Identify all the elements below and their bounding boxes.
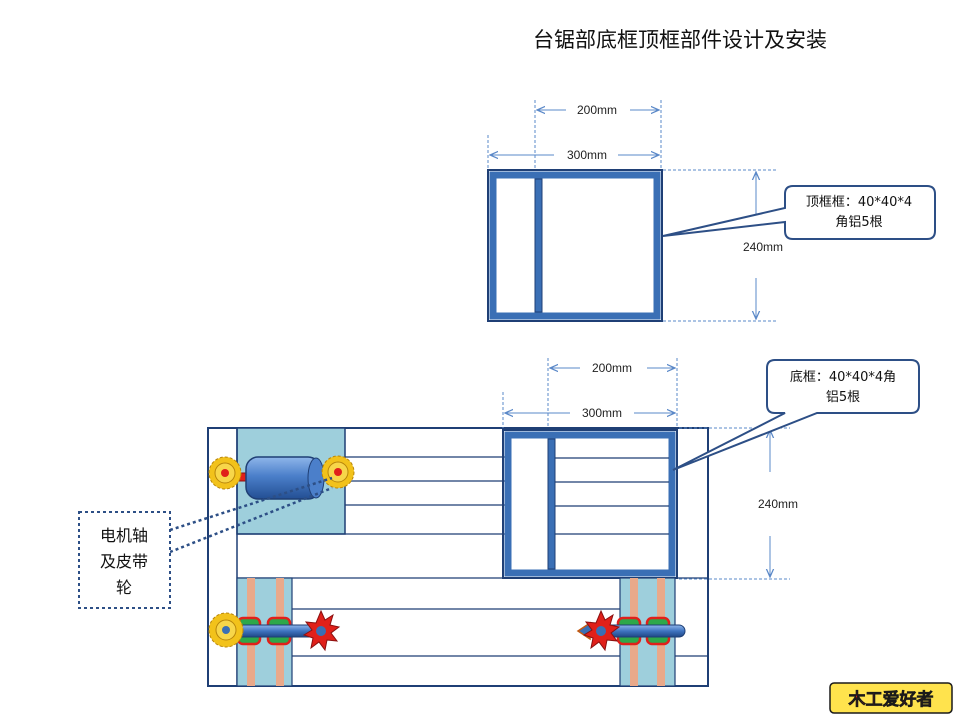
- lower-left-pulley: [208, 612, 244, 648]
- left-saw-blade: [302, 609, 341, 652]
- base-callout-line2: 铝5根: [826, 390, 860, 405]
- base-dim-height-label: 240mm: [758, 497, 798, 511]
- top-frame-callout: 顶框框：40*40*4 角铝5根: [662, 185, 936, 240]
- base-callout-line1: 底框：40*40*4角: [790, 369, 896, 385]
- brand-logo-text: 木工爱好者: [848, 689, 934, 710]
- top-frame-dimensions: 200mm 300mm 240mm: [487, 100, 783, 322]
- motor-note-line1: 电机轴: [100, 526, 148, 545]
- motor-left-pulley: [208, 456, 242, 490]
- top-frame: [487, 169, 663, 322]
- top-dim-height-label: 240mm: [743, 240, 783, 254]
- top-dim-inner-label: 200mm: [577, 103, 617, 117]
- motor-note-callout: 电机轴 及皮带 轮: [78, 476, 333, 609]
- motor-note-line3: 轮: [116, 578, 132, 597]
- top-callout-line2: 角铝5根: [835, 215, 882, 230]
- motor-assembly: [208, 455, 355, 500]
- top-dim-outer-label: 300mm: [567, 148, 607, 162]
- motor-note-line2: 及皮带: [100, 552, 148, 571]
- base-dim-inner-label: 200mm: [592, 361, 632, 375]
- brand-logo: 木工爱好者: [829, 682, 953, 714]
- base-frame-callout: 底框：40*40*4角 铝5根: [672, 359, 920, 471]
- base-dim-outer-label: 300mm: [582, 406, 622, 420]
- motor-right-pulley: [321, 455, 355, 489]
- top-callout-line1: 顶框框：40*40*4: [806, 195, 912, 210]
- right-saw-blade: [582, 609, 621, 652]
- base-frame: [502, 429, 678, 579]
- lower-shafts: [232, 621, 686, 641]
- page-title: 台锯部底框顶框部件设计及安装: [533, 28, 827, 52]
- base-frame-dimensions: 200mm 300mm 240mm: [502, 358, 798, 580]
